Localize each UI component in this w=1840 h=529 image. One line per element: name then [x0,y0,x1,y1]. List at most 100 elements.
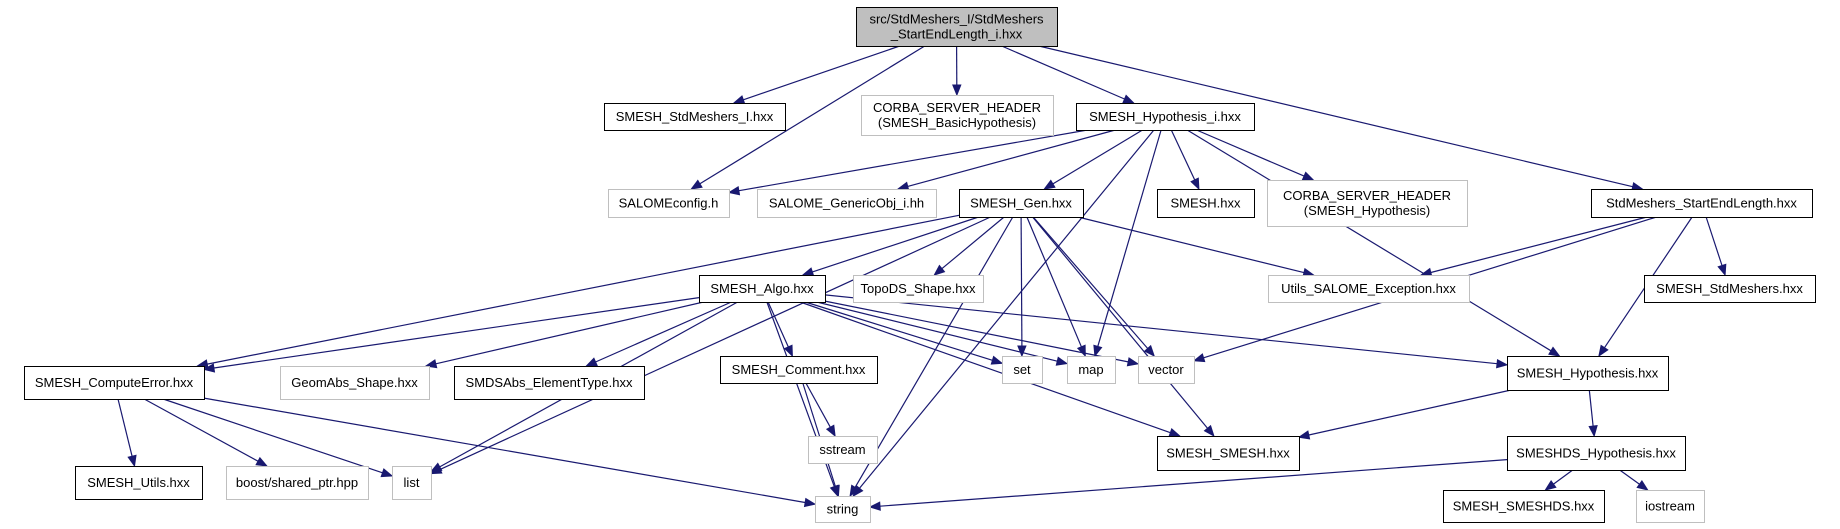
edge-line [802,382,836,487]
node-smesh_hypothesis[interactable]: SMESH_Hypothesis.hxx [1507,356,1669,391]
node-box [699,275,826,303]
edge-line [213,297,700,369]
node-box [815,496,871,523]
edge-line [1308,389,1512,436]
node-smesh_comment[interactable]: SMESH_Comment.hxx [720,356,878,384]
edge-line [800,301,1171,434]
edge-smesh_algo-to-smesh_computeerror [202,297,700,373]
edge-line [699,45,926,185]
node-label: iostream [1645,499,1695,514]
edge-line [207,214,960,365]
arrowhead-icon [1636,480,1649,491]
arrowhead-icon [1717,263,1727,277]
node-string: string [815,496,871,523]
node-smesh_utils[interactable]: SMESH_Utils.hxx [75,466,203,500]
edge-line [1430,216,1648,274]
arrowhead-icon [1598,344,1609,358]
node-label: SMESH_Hypothesis.hxx [1517,366,1659,381]
node-label: SMESH_Hypothesis_i.hxx [1089,109,1241,124]
node-label: SMESH_Utils.hxx [87,475,190,490]
node-smesh_algo[interactable]: SMESH_Algo.hxx [699,275,826,303]
edge-line [738,129,1088,192]
edge-line [941,216,1005,270]
node-label: list [404,475,420,490]
node-utils_exception: Utils_SALOME_Exception.hxx [1268,275,1470,303]
arrowhead-icon [1548,346,1561,357]
node-box [1002,356,1043,384]
arrowhead-icon [1203,424,1215,438]
node-smesh_stdmeshers_i[interactable]: SMESH_StdMeshers_I.hxx [604,103,786,131]
node-label: StdMeshers_StartEndLength.hxx [1606,196,1797,211]
node-box [1157,189,1255,218]
node-label: SMESH_StdMeshers_I.hxx [616,109,774,124]
edge-smesh_gen-to-set [1017,216,1027,358]
node-label: SMESH_SMESHDS.hxx [1453,499,1595,514]
node-box [1138,356,1195,384]
node-smesh_hxx[interactable]: SMESH.hxx [1157,189,1255,218]
node-smesh_hypothesis_i[interactable]: SMESH_Hypothesis_i.hxx [1076,103,1255,131]
node-label: sstream [819,442,865,457]
node-box [24,366,205,400]
arrowhead-icon [1043,179,1056,190]
node-box [1268,275,1470,303]
edge-smesh_gen-to-topods_shape [933,216,1005,276]
arrowhead-icon [380,468,394,478]
edge-line [162,398,383,474]
node-list: list [392,466,432,500]
node-smesh_gen[interactable]: SMESH_Gen.hxx [959,189,1084,218]
node-box [1157,436,1300,471]
node-box [280,366,430,400]
arrowhead-icon [990,355,1004,365]
node-smesh_smesh[interactable]: SMESH_SMESH.hxx [1157,436,1300,471]
node-smesh_stdmeshers[interactable]: SMESH_StdMeshers.hxx [1644,275,1816,303]
edge-line [439,216,991,470]
node-stdmeshers_sel[interactable]: StdMeshers_StartEndLength.hxx [1591,189,1813,218]
edge-root-to-smesh_stdmeshers_i [732,45,900,105]
arrowhead-icon [1055,356,1069,366]
node-label: SMESH_SMESH.hxx [1166,446,1290,461]
edge-line [1020,216,1023,347]
edge-smesh_comment-to-string [802,382,840,498]
nodes-layer: src/StdMeshers_I/StdMeshers_StartEndLeng… [24,7,1816,523]
node-smdsabs_elementtype[interactable]: SMDSAbs_ElementType.hxx [454,366,645,400]
edge-smesh_algo-to-set [805,301,1004,365]
edge-smesh_algo-to-smesh_hypothesis [824,294,1509,369]
edge-smesh_gen-to-smesh_smesh [1032,216,1215,438]
edge-line [203,397,806,504]
arrowhead-icon [783,344,793,358]
edge-smesh_gen-to-string [849,216,1014,498]
node-box [808,436,878,464]
node-smeshds_hypothesis[interactable]: SMESHDS_Hypothesis.hxx [1507,436,1686,471]
node-label: SMESH.hxx [1170,196,1241,211]
node-root[interactable]: src/StdMeshers_I/StdMeshers_StartEndLeng… [856,7,1058,47]
arrowhead-icon [1192,353,1206,363]
arrowhead-icon [868,501,881,511]
edge-smesh_algo-to-geomabs_shape [424,301,704,369]
node-corba_basichyp: CORBA_SERVER_HEADER(SMESH_BasicHypothesi… [861,95,1054,136]
edge-smesh_computeerror-to-string [203,397,817,508]
edge-line [805,382,831,428]
node-sstream: sstream [808,436,878,464]
arrowhead-icon [690,179,703,190]
node-smesh_smeshds[interactable]: SMESH_SMESHDS.hxx [1443,490,1605,523]
arrowhead-icon [803,497,817,508]
node-label: map [1078,362,1103,377]
node-label: SMESH_ComputeError.hxx [35,375,194,390]
node-smesh_computeerror[interactable]: SMESH_ComputeError.hxx [24,366,205,400]
arrowhead-icon [1297,430,1311,440]
node-box [1507,356,1669,391]
edge-smesh_hypothesis-to-smeshds_hypothesis [1588,389,1598,438]
node-label: SMESHDS_Hypothesis.hxx [1516,446,1676,461]
edges-layer [117,45,1727,511]
arrowhead-icon [952,84,962,97]
node-label: SALOME_GenericObj_i.hh [769,196,924,211]
node-box [1076,103,1255,131]
edge-line [1196,129,1305,177]
arrowhead-icon [849,484,860,498]
node-box [608,189,730,218]
node-box [392,466,432,500]
node-label: src/StdMeshers_I/StdMeshers [869,12,1044,27]
edge-line [1001,45,1125,100]
edge-smeshds_hypothesis-to-smesh_smeshds [1544,469,1574,491]
